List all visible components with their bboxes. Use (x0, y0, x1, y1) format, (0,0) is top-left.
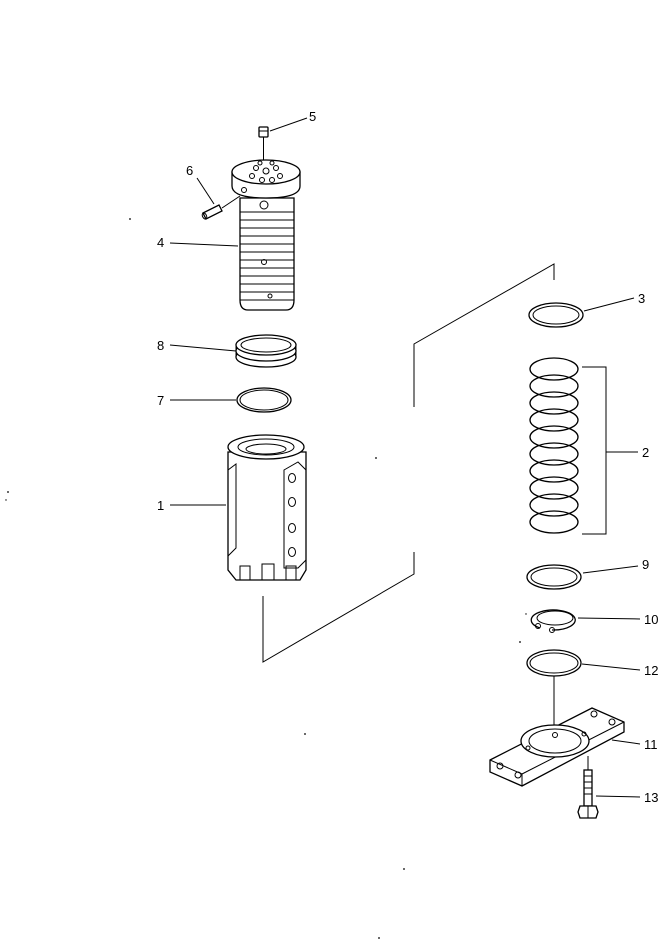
part-9-ring (526, 564, 582, 590)
callout-12: 12 (644, 663, 658, 678)
part-4-spool (231, 159, 301, 311)
part-5-plug (258, 126, 269, 160)
part-2-spring-stack (529, 357, 607, 535)
callout-2: 2 (642, 445, 649, 460)
assembly-connector-line (262, 263, 555, 663)
scan-specks (5, 218, 527, 939)
part-10-snap-ring (530, 609, 576, 633)
callout-1: 1 (157, 498, 164, 513)
callout-4: 4 (157, 235, 164, 250)
part-3-ring (528, 302, 584, 328)
callout-7: 7 (157, 393, 164, 408)
part-11-cover-plate (489, 707, 625, 787)
part-12-o-ring (526, 649, 582, 735)
callout-labels: 5 6 4 8 7 1 3 2 9 10 12 11 13 (157, 109, 658, 805)
callout-11: 11 (644, 737, 658, 752)
leader-lines (169, 117, 641, 798)
callout-8: 8 (157, 338, 164, 353)
callout-6: 6 (186, 163, 193, 178)
callout-5: 5 (309, 109, 316, 124)
callout-3: 3 (638, 291, 645, 306)
part-7-o-ring (236, 387, 292, 413)
part-6-pin (201, 195, 241, 220)
part-8-ring-pack (235, 334, 297, 368)
part-1-housing (227, 434, 307, 581)
part-13-bolt (577, 756, 599, 819)
callout-9: 9 (642, 557, 649, 572)
callout-13: 13 (644, 790, 658, 805)
callout-10: 10 (644, 612, 658, 627)
